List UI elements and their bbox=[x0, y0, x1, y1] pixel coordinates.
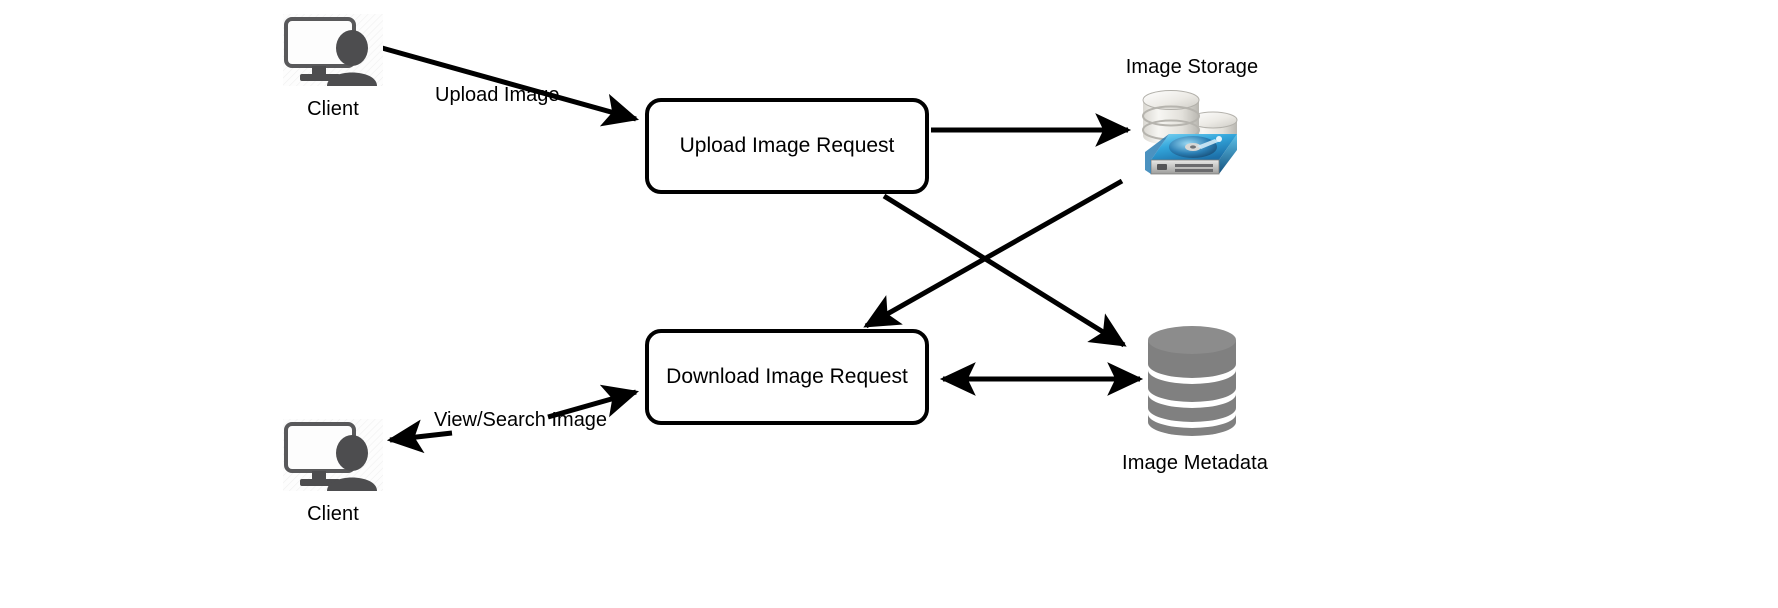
edge-storage-to-download bbox=[863, 178, 1124, 329]
process-box-label: Upload Image Request bbox=[679, 134, 895, 157]
edge-label-view-search-image: View/Search Image bbox=[434, 409, 608, 431]
edge-client-to-download bbox=[547, 384, 640, 420]
edge-label-upload-image: Upload Image bbox=[435, 84, 560, 106]
node-label-client-top: Client bbox=[307, 98, 359, 120]
node-label-image-metadata: Image Metadata bbox=[1122, 452, 1268, 474]
database-cylinder-icon bbox=[1148, 326, 1236, 436]
client-computer-user-icon bbox=[283, 14, 383, 86]
image-storage-disk-icon bbox=[1142, 90, 1238, 175]
client-computer-user-icon bbox=[283, 419, 383, 491]
node-label-image-storage: Image Storage bbox=[1125, 56, 1259, 78]
edge-download-to-client bbox=[386, 419, 453, 454]
edge-client-to-upload bbox=[381, 45, 640, 127]
process-box-download-image-request[interactable]: Download Image Request bbox=[645, 329, 929, 425]
node-label-client-bottom: Client bbox=[307, 503, 359, 525]
process-box-label: Download Image Request bbox=[666, 365, 908, 388]
process-box-upload-image-request[interactable]: Upload Image Request bbox=[645, 98, 929, 194]
edge-upload-to-metadata bbox=[882, 193, 1127, 348]
